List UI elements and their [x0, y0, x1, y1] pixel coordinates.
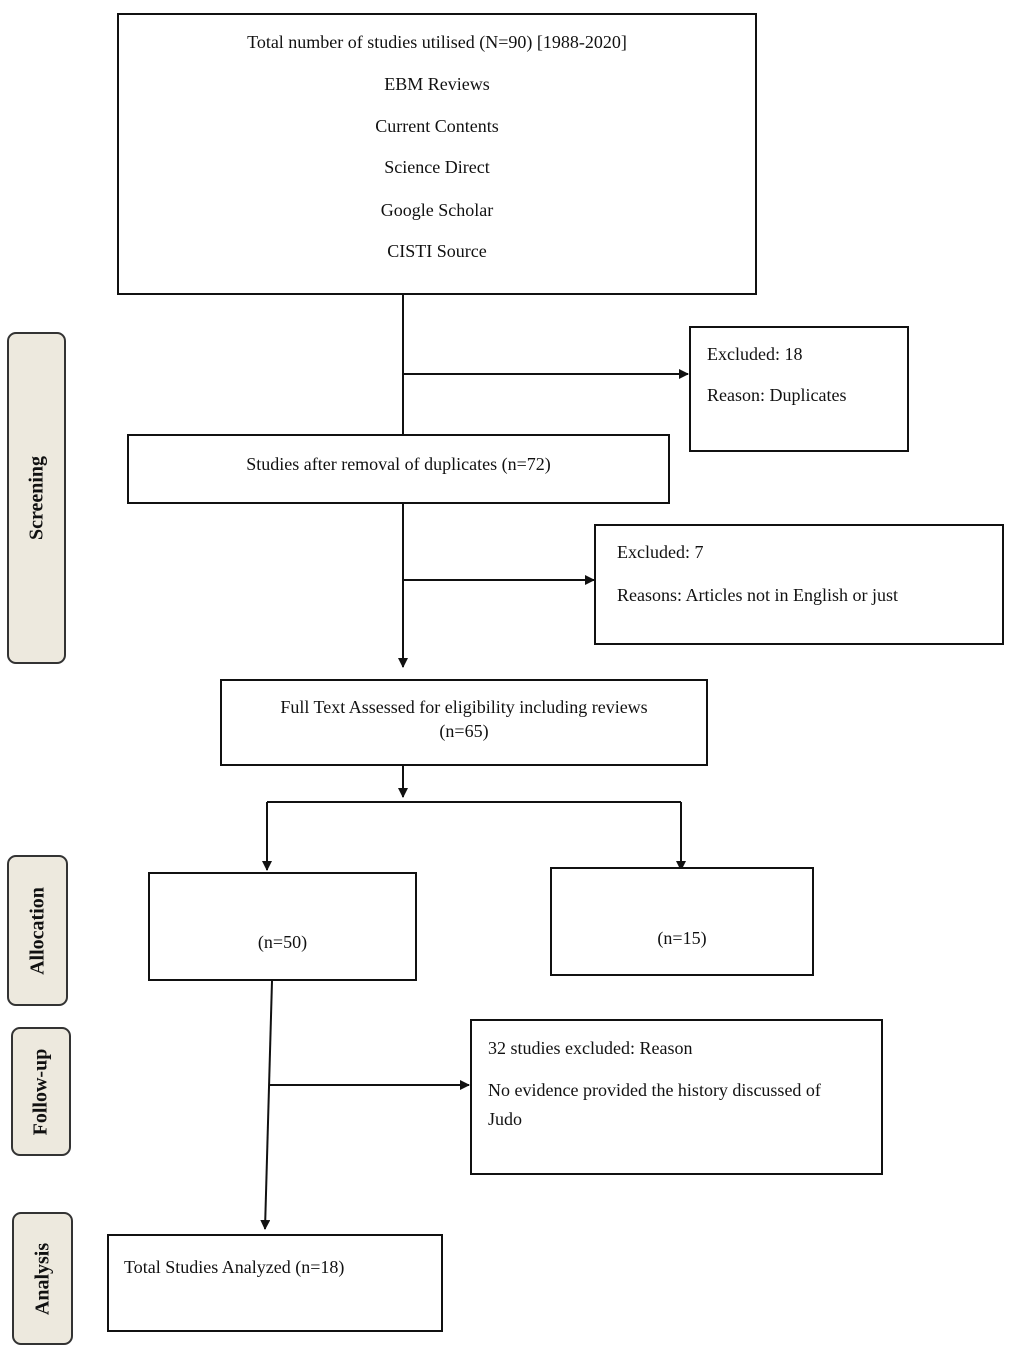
arrow-to-analysis: [260, 980, 273, 1230]
stage-analysis-label: Analysis: [31, 1242, 53, 1315]
allocation-right-box: (n=15): [550, 867, 814, 976]
full-text-line1: Full Text Assessed for eligibility inclu…: [280, 697, 648, 717]
excluded-duplicates-reason: Reason: Duplicates: [707, 385, 847, 405]
allocation-left-count: (n=50): [257, 932, 308, 952]
excluded-duplicates-count: Excluded: 18: [707, 344, 803, 364]
after-duplicates-label: Studies after removal of duplicates (n=7…: [246, 454, 551, 474]
stage-allocation: Allocation: [7, 855, 68, 1006]
analysis-box: Total Studies Analyzed (n=18): [107, 1234, 443, 1332]
after-duplicates-box: Studies after removal of duplicates (n=7…: [127, 434, 670, 504]
identification-box: Total number of studies utilised (N=90) …: [117, 13, 757, 295]
stage-allocation-label: Allocation: [26, 886, 48, 975]
stage-screening-label: Screening: [25, 455, 47, 541]
stage-screening: Screening: [7, 332, 66, 664]
analysis-label: Total Studies Analyzed (n=18): [124, 1257, 345, 1277]
identification-title: Total number of studies utilised (N=90) …: [247, 32, 627, 52]
full-text-line2: (n=65): [439, 721, 489, 741]
source-item: Current Contents: [375, 116, 499, 136]
excluded-history-line3: Judo: [488, 1109, 523, 1129]
source-item: Google Scholar: [380, 200, 494, 220]
excluded-duplicates-box: Excluded: 18 Reason: Duplicates: [689, 326, 909, 452]
source-item: EBM Reviews: [384, 74, 490, 94]
source-item: CISTI Source: [387, 241, 487, 261]
full-text-box: Full Text Assessed for eligibility inclu…: [220, 679, 708, 766]
stage-analysis: Analysis: [12, 1212, 73, 1345]
excluded-language-count: Excluded: 7: [617, 542, 704, 562]
excluded-language-box: Excluded: 7 Reasons: Articles not in Eng…: [594, 524, 1004, 645]
excluded-language-reason: Reasons: Articles not in English or just: [617, 585, 898, 605]
stage-follow-up-label: Follow-up: [29, 1048, 52, 1135]
stage-follow-up: Follow-up: [11, 1027, 71, 1156]
allocation-left-box: (n=50): [148, 872, 417, 981]
source-item: Science Direct: [384, 157, 490, 177]
excluded-history-line2: No evidence provided the history discuss…: [488, 1080, 821, 1100]
excluded-history-line1: 32 studies excluded: Reason: [488, 1038, 693, 1058]
allocation-right-count: (n=15): [657, 928, 707, 948]
excluded-history-box: 32 studies excluded: Reason No evidence …: [470, 1019, 883, 1175]
